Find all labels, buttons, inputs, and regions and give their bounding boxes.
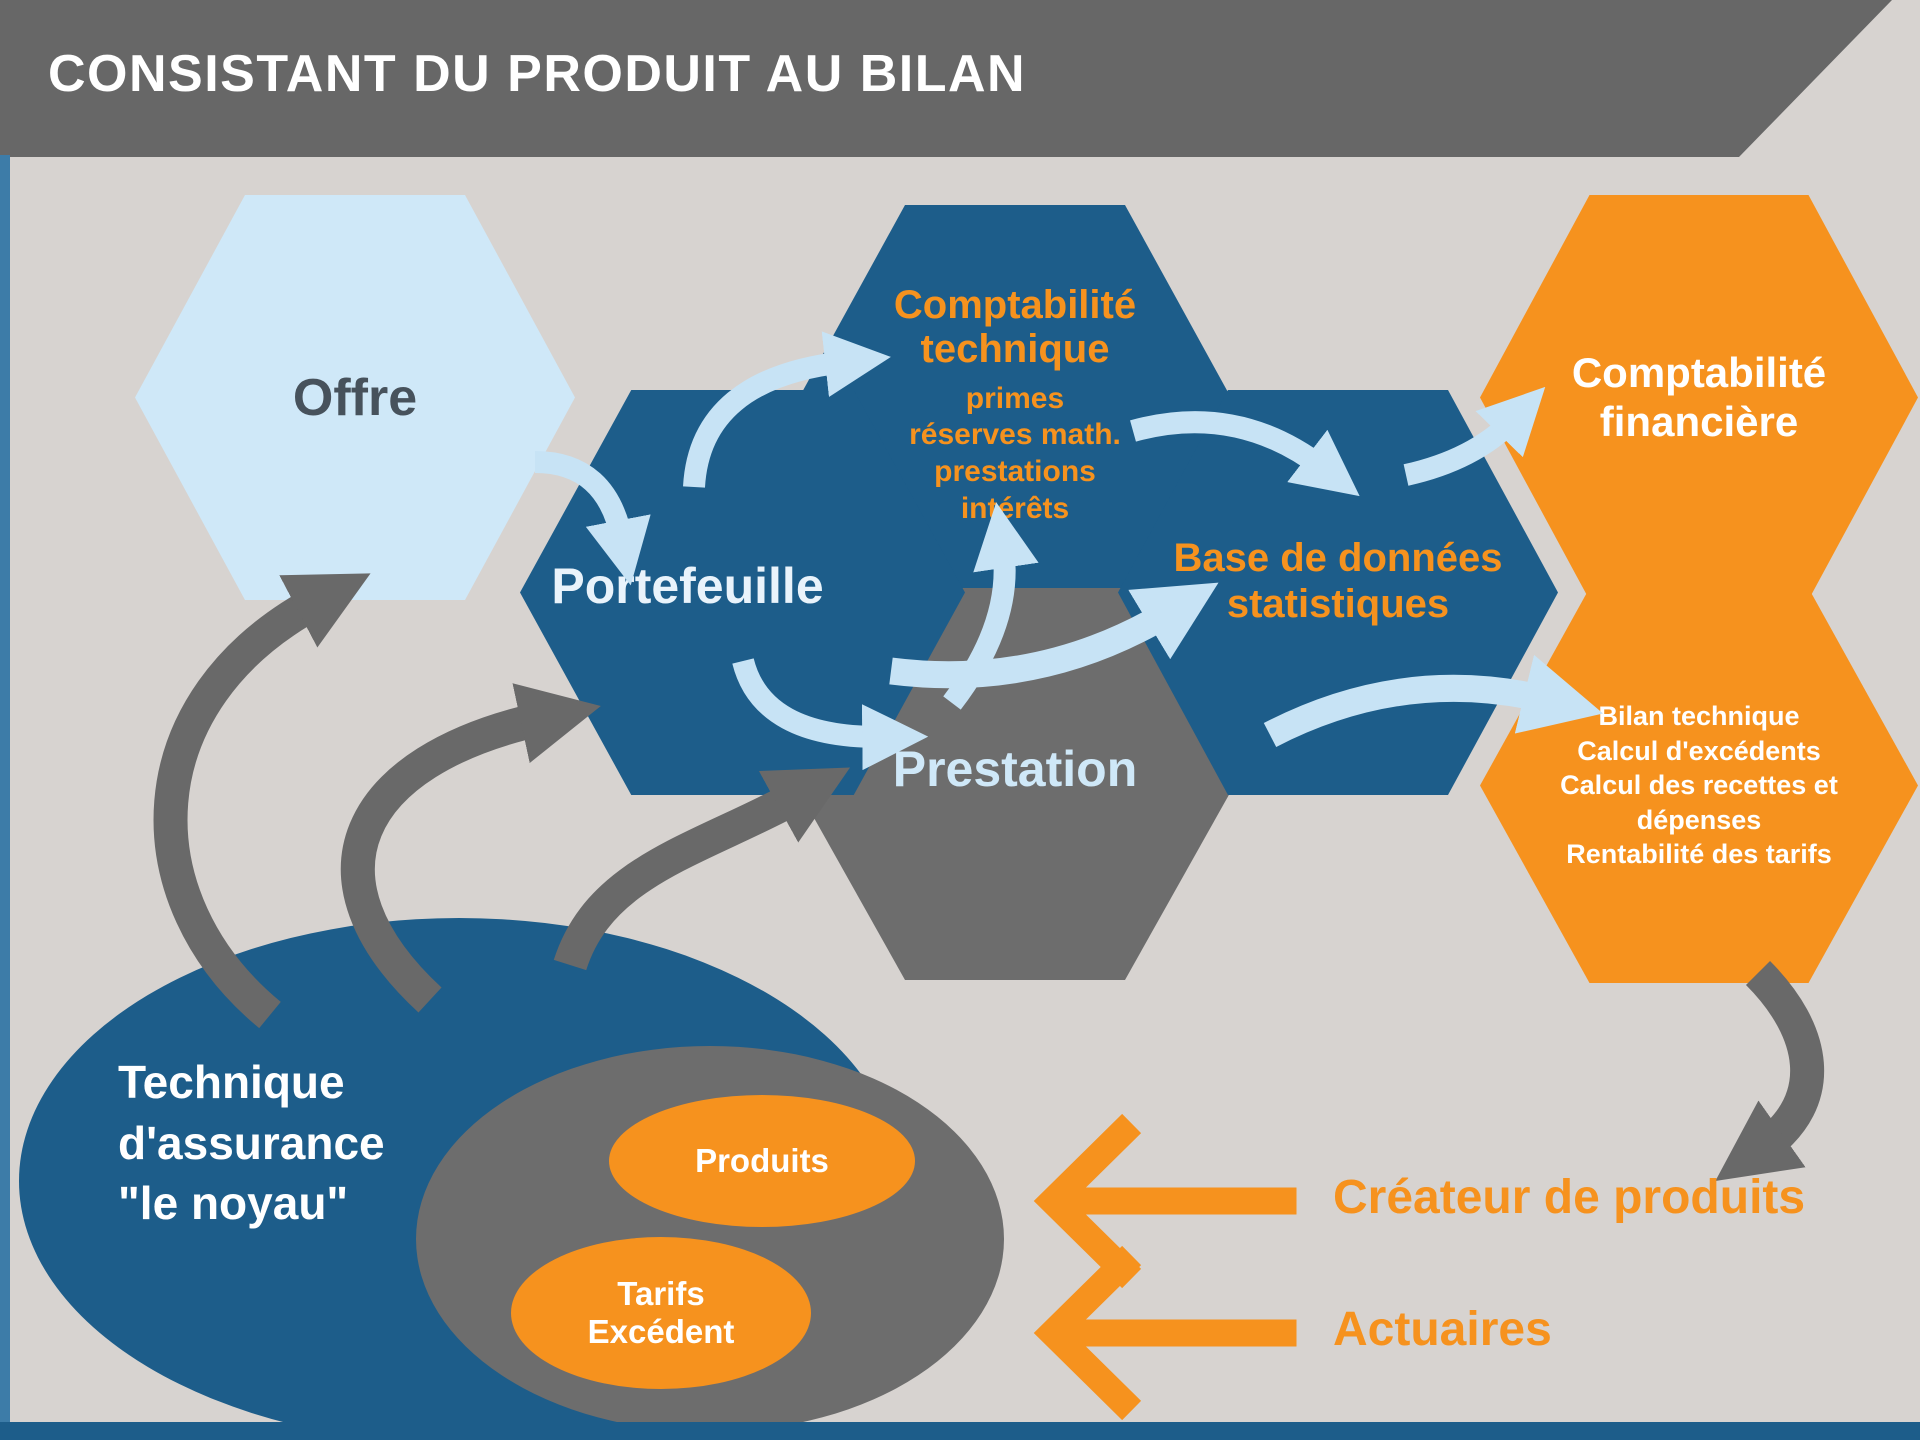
- hex-bilan-line: Calcul des recettes et dépenses: [1560, 770, 1838, 835]
- legend-createur-label: Créateur de produits: [1333, 1171, 1806, 1224]
- page-title: CONSISTANT DU PRODUIT AU BILAN: [48, 45, 1027, 103]
- orange-arrow-actuaires-head: [1033, 1245, 1142, 1421]
- hex-portefeuille-label: Portefeuille: [551, 557, 824, 614]
- hex-offre: Offre: [135, 195, 575, 600]
- hex-base-label: Base de données statistiques: [1173, 535, 1503, 626]
- bottom-border: [0, 1422, 1920, 1440]
- hex-offre-label: Offre: [292, 368, 418, 427]
- hex-compta-tech-title: Comptabilité technique: [893, 282, 1137, 371]
- left-border: [0, 155, 10, 1440]
- hex-prestation-label: Prestation: [892, 741, 1138, 797]
- hex-compta-tech-line: prestations: [934, 455, 1096, 488]
- orange-arrow-createur-head: [1033, 1113, 1142, 1289]
- produits-ellipse: Produits: [609, 1095, 915, 1227]
- hex-bilan-line: Bilan technique: [1598, 701, 1800, 732]
- tarifs-label: Tarifs: [617, 1275, 705, 1313]
- produits-label: Produits: [695, 1142, 829, 1179]
- hex-comptabilite-financiere: Comptabilité financière: [1480, 195, 1918, 600]
- header-band: CONSISTANT DU PRODUIT AU BILAN: [0, 0, 1892, 157]
- hex-compta-fin-label: Comptabilité financière: [1571, 349, 1827, 445]
- hex-compta-tech-line: primes: [965, 381, 1065, 415]
- excedent-label: Excédent: [587, 1313, 735, 1350]
- legend-actuaires-label: Actuaires: [1333, 1303, 1552, 1356]
- tarifs-excedent-ellipse: Tarifs Excédent: [511, 1237, 811, 1389]
- core-technique-label: Technique d'assurance "le noyau": [118, 1056, 385, 1230]
- hex-compta-tech-line: intérêts: [960, 491, 1070, 525]
- gray-arrow-bilan-down: [1715, 960, 1825, 1181]
- hex-bilan-line: Rentabilité des tarifs: [1566, 839, 1832, 870]
- hex-compta-tech-line: réserves math.: [909, 418, 1121, 452]
- hex-bilan-line: Calcul d'excédents: [1577, 735, 1821, 766]
- hex-bilan-technique: Bilan technique Calcul d'excédents Calcu…: [1480, 588, 1918, 983]
